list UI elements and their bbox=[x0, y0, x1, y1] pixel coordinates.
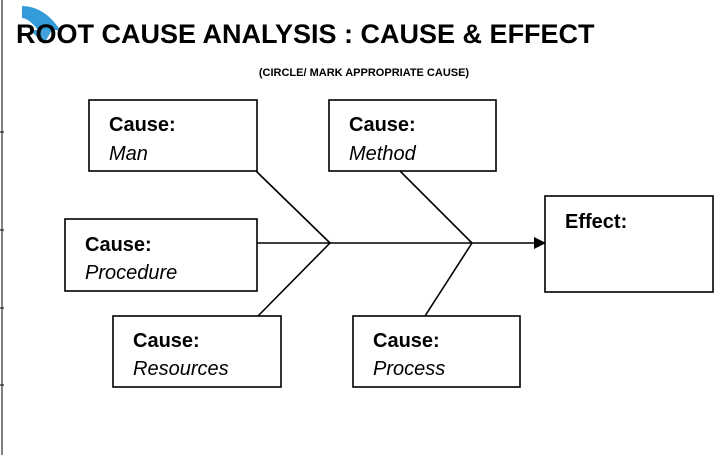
cause-label: Cause: bbox=[373, 330, 440, 352]
cause-label: Cause: bbox=[349, 114, 416, 136]
cause-box-frame bbox=[88, 99, 258, 172]
cause-label: Cause: bbox=[85, 234, 152, 256]
cause-value: Method bbox=[349, 143, 417, 165]
cause-value: Procedure bbox=[85, 262, 177, 284]
logo-shape bbox=[22, 6, 60, 30]
cause-label: Cause: bbox=[109, 114, 176, 136]
cause-value: Process bbox=[373, 358, 445, 380]
effect-label: Effect: bbox=[565, 211, 627, 233]
cause-box-frame bbox=[112, 315, 282, 388]
branch-line-method bbox=[399, 170, 473, 244]
cause-box-procedure[interactable]: Cause: Procedure bbox=[64, 218, 258, 292]
effect-box-frame bbox=[544, 195, 714, 293]
effect-box[interactable]: Effect: bbox=[544, 195, 714, 293]
cause-box-frame bbox=[352, 315, 521, 388]
cause-box-frame bbox=[64, 218, 258, 292]
branch-line-process bbox=[424, 242, 473, 317]
cause-box-frame bbox=[328, 99, 497, 172]
cause-value: Resources bbox=[133, 358, 229, 380]
cause-value: Man bbox=[109, 143, 148, 165]
cause-box-method[interactable]: Cause: Method bbox=[328, 99, 497, 172]
cause-box-man[interactable]: Cause: Man bbox=[88, 99, 258, 172]
logo-shape bbox=[30, 30, 52, 44]
branch-line-man bbox=[255, 170, 331, 244]
page-title: ROOT CAUSE ANALYSIS : CAUSE & EFFECT bbox=[16, 19, 595, 49]
cause-box-resources[interactable]: Cause: Resources bbox=[112, 315, 282, 388]
cause-label: Cause: bbox=[133, 330, 200, 352]
cause-box-process[interactable]: Cause: Process bbox=[352, 315, 521, 388]
page-subtitle: (CIRCLE/ MARK APPROPRIATE CAUSE) bbox=[259, 67, 470, 79]
branch-line-resources bbox=[257, 242, 331, 317]
